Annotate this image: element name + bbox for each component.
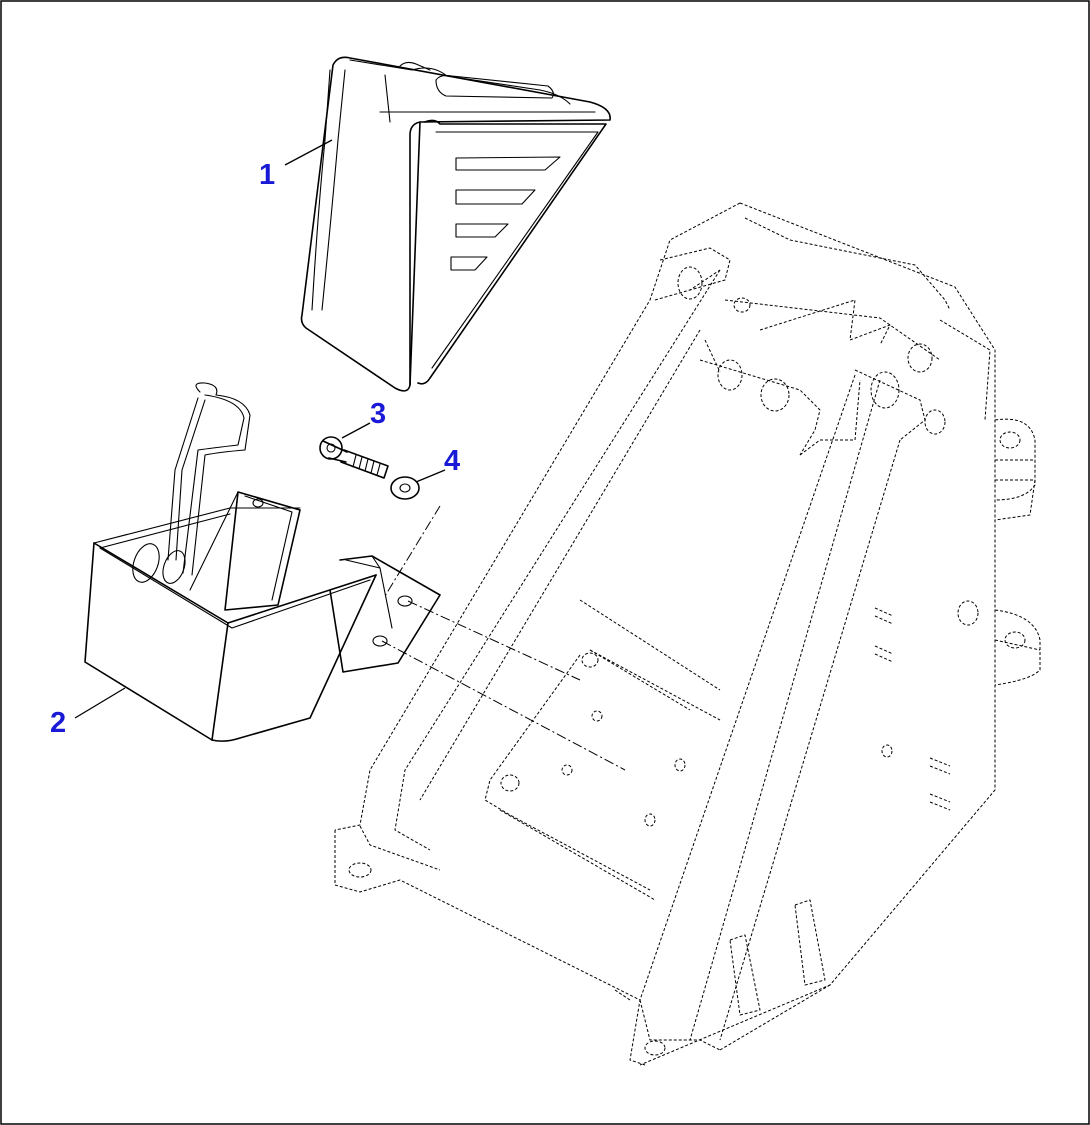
callout-2: 2 xyxy=(50,707,66,739)
leader-line-2 xyxy=(74,687,126,719)
assembly-center-lines xyxy=(381,505,626,771)
callout-1: 1 xyxy=(259,159,275,191)
leader-line-4 xyxy=(415,469,446,483)
leader-line-1 xyxy=(284,139,333,166)
mounting-frame xyxy=(334,202,1041,1066)
part-3-bolt xyxy=(319,436,389,479)
callout-4: 4 xyxy=(444,445,460,477)
part-2-holder xyxy=(84,382,441,742)
callout-3: 3 xyxy=(370,398,386,430)
callout-labels: 1 2 3 4 xyxy=(50,159,460,739)
leader-lines xyxy=(74,139,446,719)
part-4-washer xyxy=(390,476,420,500)
leader-line-3 xyxy=(341,422,371,439)
part-1-cover xyxy=(300,56,611,392)
